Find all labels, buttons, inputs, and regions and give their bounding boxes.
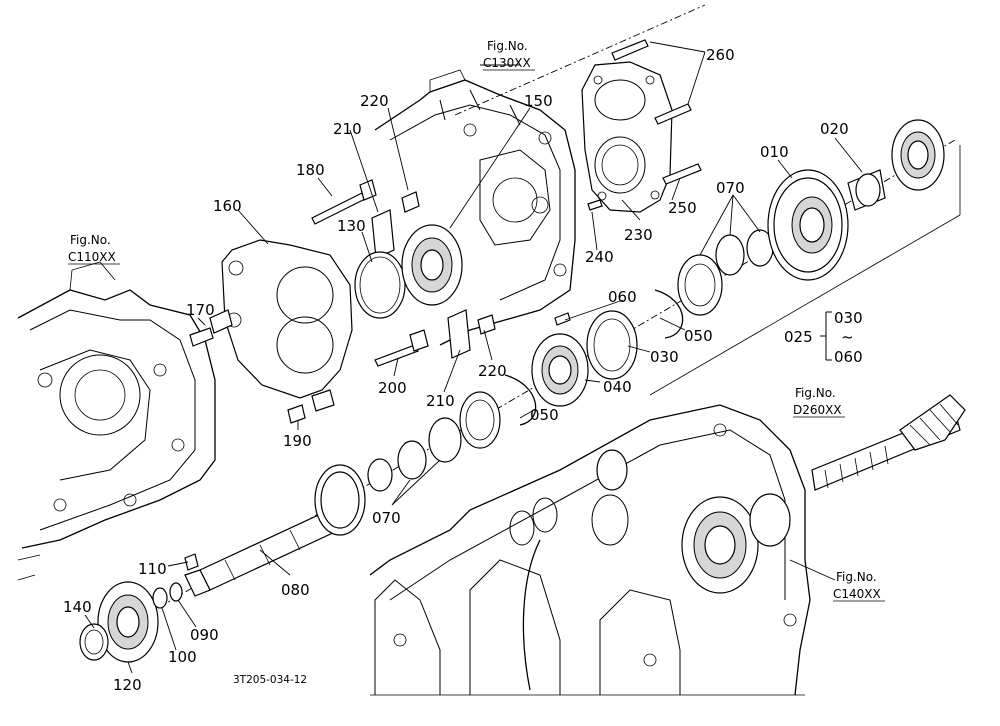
fig-ref-code: D260XX	[793, 403, 842, 417]
fig-ref-code: C140XX	[833, 587, 881, 601]
pinion-shaft	[811, 394, 966, 491]
part-label: 050	[530, 406, 559, 424]
range-to-label: 060	[834, 348, 863, 366]
part-label: 080	[281, 581, 310, 599]
part-label: 160	[213, 197, 242, 215]
fig-ref-label: Fig.No.	[70, 233, 111, 247]
leader-lines	[84, 41, 863, 674]
lower-bearing	[681, 493, 791, 594]
part-label: 020	[820, 120, 849, 138]
part-label: 170	[186, 301, 215, 319]
fig-ref-code: C130XX	[483, 56, 531, 70]
part-labels: 260 220 150 210 180 160 130 020 010 070 …	[63, 46, 849, 694]
gear-010	[767, 169, 849, 281]
part-label: 200	[378, 379, 407, 397]
part-label: 150	[524, 92, 553, 110]
part-label: 190	[283, 432, 312, 450]
fig-ref-label: Fig.No.	[836, 570, 877, 584]
range-bracket	[820, 311, 832, 361]
part-label: 050	[684, 327, 713, 345]
part-label: 240	[585, 248, 614, 266]
part-label: 250	[668, 199, 697, 217]
synchro-group	[367, 289, 684, 492]
part-label: 220	[360, 92, 389, 110]
part-label: 220	[478, 362, 507, 380]
part-label: 210	[426, 392, 455, 410]
part-label: 030	[650, 348, 679, 366]
range-tilde: ~	[841, 328, 854, 346]
part-label: 070	[716, 179, 745, 197]
pump-cover	[581, 39, 702, 213]
upper-housing	[374, 69, 576, 346]
part-label: 060	[608, 288, 637, 306]
fig-ref-label: Fig.No.	[487, 39, 528, 53]
part-label: 140	[63, 598, 92, 616]
fig-ref-c130: Fig.No. C130XX	[483, 39, 535, 71]
fig-ref-code: C110XX	[68, 250, 116, 264]
lower-housing	[369, 404, 811, 696]
part-label: 010	[760, 143, 789, 161]
part-label: 070	[372, 509, 401, 527]
fig-ref-label: Fig.No.	[795, 386, 836, 400]
range-start-label: 025	[784, 328, 813, 346]
part-label: 260	[706, 46, 735, 64]
front-plate	[189, 239, 353, 424]
part-label: 100	[168, 648, 197, 666]
part-label: 230	[624, 226, 653, 244]
upper-rings	[354, 119, 945, 319]
left-housing	[17, 261, 216, 581]
range-from-label: 030	[834, 309, 863, 327]
part-label: 090	[190, 626, 219, 644]
part-label: 110	[138, 560, 167, 578]
fig-ref-d260: Fig.No. D260XX	[793, 386, 845, 418]
main-shaft	[184, 449, 628, 597]
fig-ref-c140: Fig.No. C140XX	[833, 570, 885, 602]
part-label: 180	[296, 161, 325, 179]
part-label: 210	[333, 120, 362, 138]
part-label: 130	[337, 217, 366, 235]
range-note: 025 030 ~ 060	[784, 309, 863, 366]
diagram-code: 3T205-034-12	[233, 674, 307, 686]
rear-bearing	[79, 553, 199, 663]
fig-ref-c110: Fig.No. C110XX	[68, 233, 120, 265]
part-label: 040	[603, 378, 632, 396]
part-label: 120	[113, 676, 142, 694]
